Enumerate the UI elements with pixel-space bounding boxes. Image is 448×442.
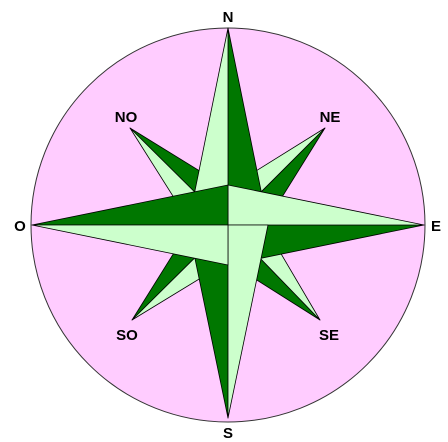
label-north-west: NO (115, 109, 138, 126)
label-north-east: NE (320, 109, 341, 126)
label-south-east: SE (319, 327, 339, 344)
label-north: N (223, 9, 234, 26)
label-south-west: SO (116, 327, 138, 344)
label-south: S (223, 425, 233, 442)
label-east: E (431, 218, 441, 235)
label-west: O (14, 218, 26, 235)
